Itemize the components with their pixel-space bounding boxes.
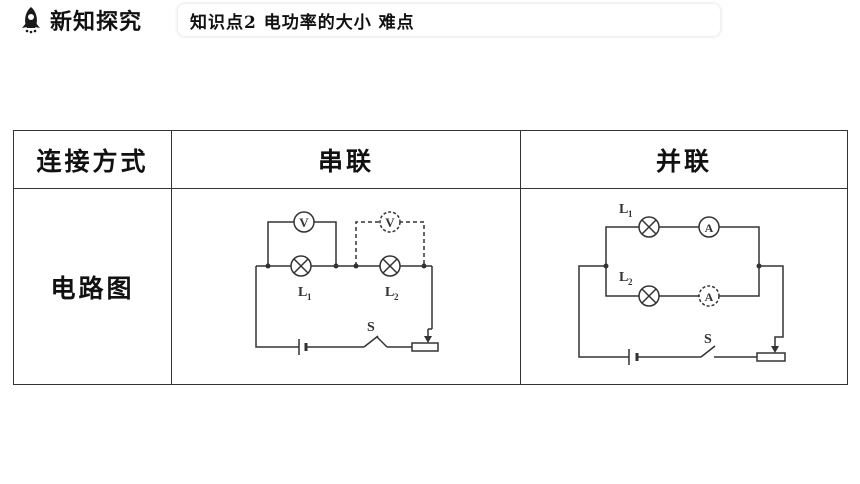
header: 新知探究 知识点2 电功率的大小 难点	[0, 0, 860, 40]
parallel-switch-label: S	[704, 332, 712, 347]
subtitle-box	[178, 4, 720, 36]
lamp-2-label: L	[385, 285, 394, 300]
series-circuit-diagram: V V L 1 L 2 S	[255, 211, 439, 355]
header-parallel: 并联	[520, 130, 848, 189]
lamp-1-sub: 1	[307, 292, 312, 302]
switch-label: S	[367, 320, 375, 335]
table-header-row: 连接方式 串联 并联	[13, 130, 848, 189]
voltmeter-label: V	[299, 215, 309, 230]
parallel-circuit-cell: A A L 1 L 2 S	[520, 188, 848, 385]
parallel-circuit-diagram: A A L 1 L 2 S	[578, 202, 786, 365]
ammeter-label: A	[705, 221, 714, 235]
voltmeter-dashed-label: V	[385, 215, 395, 230]
header-series: 串联	[171, 130, 521, 189]
subtitle: 知识点2 电功率的大小 难点	[190, 13, 415, 33]
lamp-2-sub: 2	[394, 292, 399, 302]
header-connection-method: 连接方式	[13, 130, 172, 189]
ammeter-dashed-label: A	[705, 290, 714, 304]
table-body-row: 电路图	[13, 188, 848, 385]
parallel-lamp-1-icon	[638, 216, 660, 238]
parallel-lamp-2-sub: 2	[628, 277, 633, 287]
section-title: 新知探究	[50, 9, 143, 35]
lamp-1-label: L	[298, 285, 307, 300]
comparison-table: 连接方式 串联 并联 电路图	[13, 130, 848, 385]
parallel-lamp-1-label: L	[619, 202, 628, 217]
lamp-2-icon	[379, 255, 401, 277]
lamp-1-icon	[290, 255, 312, 277]
series-circuit-cell: V V L 1 L 2 S	[171, 188, 521, 385]
rocket-icon	[22, 7, 40, 34]
parallel-lamp-1-sub: 1	[628, 209, 633, 219]
row-label-circuit-diagram: 电路图	[13, 188, 172, 385]
parallel-lamp-2-icon	[638, 285, 660, 307]
parallel-lamp-2-label: L	[619, 270, 628, 285]
